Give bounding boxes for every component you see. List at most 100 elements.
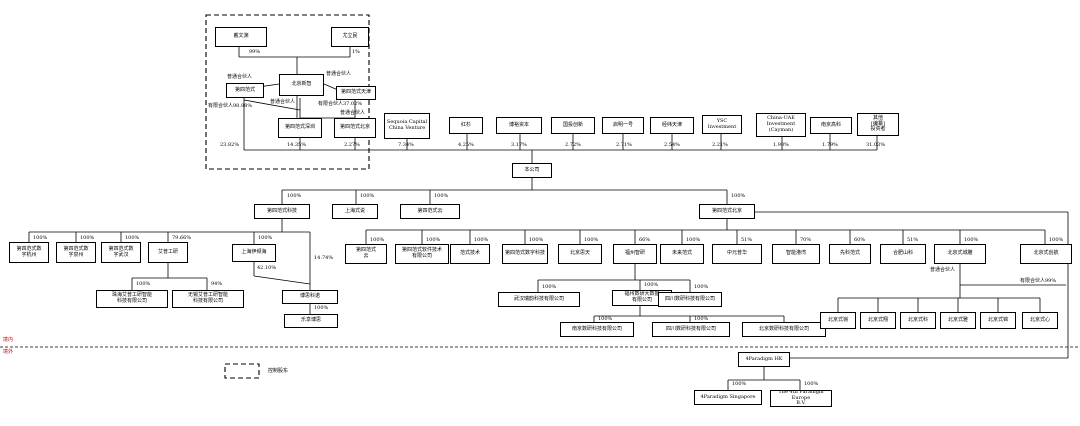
- pct-bj-sub-9: 70%: [800, 237, 812, 243]
- node-4paradigm-hk: 4Paradigm HK: [738, 352, 790, 367]
- node-keji-sub-wuhan: 第四范式数 字武汉: [101, 242, 141, 263]
- node-beijing-l1: 第四范式北京: [699, 204, 755, 219]
- pct-keji-sub-4: 79.66%: [172, 235, 192, 241]
- pct-leyi: 100%: [314, 305, 329, 311]
- node-company: 本公司: [512, 163, 552, 178]
- node-wuxi-ai: 无锡艾普工研智能 科技有限公司: [172, 290, 244, 308]
- node-ysc: YSC Investment: [702, 115, 742, 134]
- pct-fuzhou-bd: 100%: [644, 282, 659, 288]
- node-keji-sub-quanzhou: 第四范式数 字泉州: [56, 242, 96, 263]
- pct-keji-sub-1: 100%: [33, 235, 48, 241]
- node-lp-6: 北京式心: [1022, 312, 1058, 329]
- node-dai-wenyuan: 戴文渊: [215, 27, 267, 47]
- node-boyu: 博裕资本: [496, 117, 542, 134]
- node-bj-fanshi-tech: 范式技术: [450, 244, 490, 264]
- pct-keji-sub-3: 100%: [125, 235, 140, 241]
- chengdiao-lp: 有限合伙人99%: [1020, 278, 1057, 284]
- pct-14: 14.74%: [314, 255, 334, 261]
- gp-label-4: 普通合伙人: [340, 110, 366, 116]
- pct-hongshan: 4.25%: [458, 142, 474, 148]
- node-ruixiang: 博思科诺: [282, 290, 338, 304]
- pct-bj-sub-10: 60%: [854, 237, 866, 243]
- pct-bj-sub-11: 51%: [907, 237, 919, 243]
- node-guotou: 国投创新: [551, 117, 595, 134]
- node-bj-weilai: 未来范式: [660, 244, 704, 264]
- legend-swatch: [224, 363, 260, 379]
- pct-eu: 100%: [804, 381, 819, 387]
- pct-bj-sub-13: 100%: [1049, 237, 1064, 243]
- node-bj-digital: 第四范式数字科技: [502, 244, 548, 264]
- node-bj-zhongyuan: 中元普华: [712, 244, 762, 264]
- pct-bj-sub-12: 100%: [964, 237, 979, 243]
- node-china-uae: China-UAE Investment (Cayman): [756, 113, 806, 137]
- pct-sichuan: 100%: [694, 284, 709, 290]
- node-bj-yun: 第四范式 云: [345, 244, 387, 264]
- pct-bj-sub-8: 51%: [741, 237, 753, 243]
- overseas-label: 境外: [3, 349, 14, 355]
- node-bj-sitian: 北京思天: [558, 244, 602, 264]
- node-leyi: 乐享博思: [284, 314, 338, 328]
- gp-label-3: 普通合伙人: [270, 99, 296, 105]
- pct-nanjing-shuyan: 100%: [598, 316, 613, 322]
- node-bj-zhineng: 智能港湾: [772, 244, 820, 264]
- pct-others: 31.03%: [866, 142, 886, 148]
- gp-label-2: 普通合伙人: [326, 71, 352, 77]
- pct-wuhan-ruiyun: 100%: [542, 284, 557, 290]
- node-keji: 第四范式科技: [254, 204, 310, 219]
- pct-ysc: 2.21%: [712, 142, 728, 148]
- pct-bj-sub-2: 100%: [426, 237, 441, 243]
- node-shanghai-yipin: 上海伊频海: [232, 244, 276, 262]
- pct-sg: 100%: [732, 381, 747, 387]
- pct-42: 42.10%: [257, 265, 277, 271]
- node-keji-sub-hangzhou: 第四范式数 字杭州: [9, 242, 49, 263]
- node-bj-hefei: 合肥山科: [880, 244, 926, 264]
- pct-keji-sub-5: 100%: [258, 235, 273, 241]
- pct-bj-sub-4: 100%: [529, 237, 544, 243]
- node-zhongzhi: 第四范式: [226, 83, 264, 98]
- pct-yun: 100%: [434, 193, 449, 199]
- pct-guotou: 2.72%: [565, 142, 581, 148]
- node-aipu: 艾普工研: [148, 242, 188, 263]
- node-wuhan-ruiyun: 武汉瑞韵科技有限公司: [498, 292, 580, 307]
- gp-label-1: 普通合伙人: [227, 74, 253, 80]
- node-beijing-xinzhi: 北京新智: [279, 74, 324, 96]
- node-hongshan: 红杉: [449, 117, 483, 134]
- pct-bj-sub-3: 100%: [474, 237, 489, 243]
- lp-label-37: 有限合伙人37.02%: [318, 101, 363, 107]
- node-sequoia: Sequoia Capital China Venture: [384, 113, 430, 139]
- node-fuzhou: 福州智研: [613, 244, 657, 264]
- node-lp-1: 北京式嶺: [820, 312, 856, 329]
- pct-keji: 100%: [287, 193, 302, 199]
- node-sichuan2: 四川数研科技有限公司: [652, 322, 730, 337]
- pct-jingwei: 2.54%: [664, 142, 680, 148]
- node-bj-software: 第四范式软件技术 有限公司: [395, 244, 449, 264]
- node-you-liming: 尤立民: [331, 27, 369, 47]
- lp-label-98: 有限合伙人98.98%: [208, 103, 253, 109]
- node-4paradigm-eu: The 4th Paradigm Europe B.V.: [770, 390, 832, 407]
- node-lp-5: 北京式锦: [980, 312, 1016, 329]
- node-lp-3: 北京式科: [900, 312, 936, 329]
- pct-keji-sub-2: 100%: [80, 235, 95, 241]
- node-shanghai: 上海式说: [332, 204, 378, 219]
- node-beijing-shuyan: 北京数研科技有限公司: [742, 322, 826, 337]
- node-4paradigm-sg: 4Paradigm Singapore: [694, 390, 762, 405]
- node-bj-xianke: 先科范式: [829, 244, 871, 264]
- node-qiming: 启明一号: [602, 117, 644, 134]
- pct-china-uae: 1.90%: [773, 142, 789, 148]
- node-others: 其他 [编纂] 投资者: [857, 113, 899, 136]
- node-lp-4: 北京式雅: [940, 312, 976, 329]
- node-nanjing-gaoke: 南京高科: [810, 117, 852, 134]
- node-bj-chengdiao: 北京式城雕: [934, 244, 986, 264]
- pct-beijing: 100%: [731, 193, 746, 199]
- legend-label: 控制股东: [268, 368, 289, 374]
- pct-sequoia: 7.34%: [398, 142, 414, 148]
- pct-shanghai: 100%: [360, 193, 375, 199]
- node-bj-chuanghang: 北京式创航: [1020, 244, 1072, 264]
- pct-group-a: 23.82%: [220, 142, 240, 148]
- node-tianjin: 第四范式天津: [336, 86, 376, 100]
- pct-nanjing-gaoke: 1.79%: [822, 142, 838, 148]
- pct-sichuan2: 100%: [694, 316, 709, 322]
- pct-bj-sub-6: 66%: [639, 237, 651, 243]
